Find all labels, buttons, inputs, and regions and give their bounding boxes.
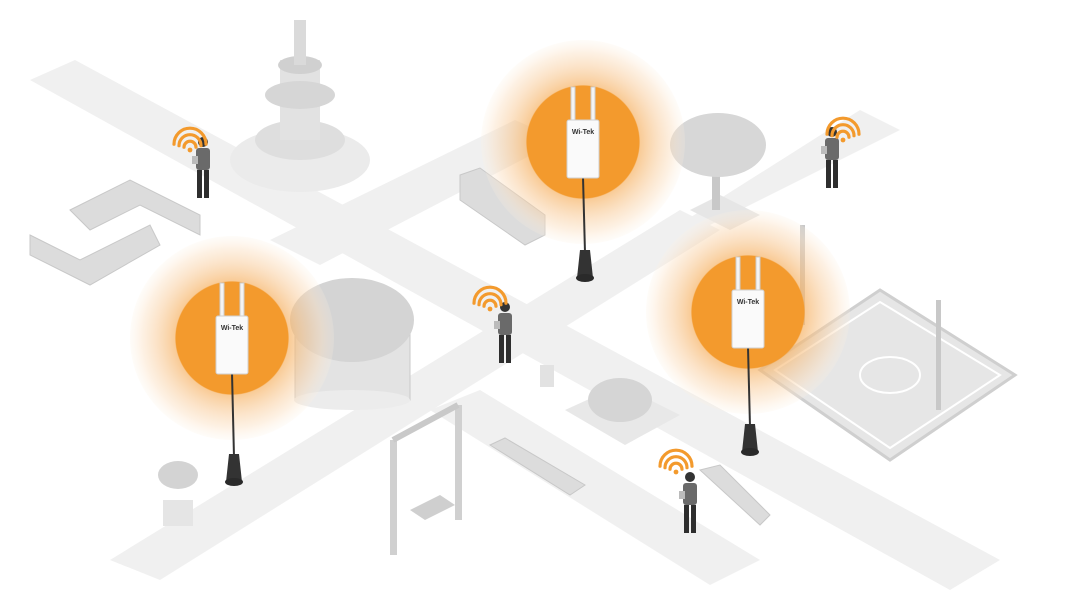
pole [747,346,751,428]
user-top-right [821,116,861,188]
access-point-right: Wi-Tek [731,256,765,456]
device-icon [679,491,685,499]
pole-foot [225,478,243,486]
brand-logo: Wi-Tek [221,325,243,332]
person-leg [197,170,202,198]
person-leg [691,505,696,533]
access-point-left: Wi-Tek [215,282,249,486]
brand-logo: Wi-Tek [737,299,759,306]
device-icon [494,321,500,329]
person-leg [204,170,209,198]
access-point-center: Wi-Tek [566,86,600,282]
wifi-icon [825,116,861,143]
coverage-zones [130,40,850,440]
ap-body [566,119,600,179]
ap-body [731,289,765,349]
person-leg [833,160,838,188]
person-leg [684,505,689,533]
user-center [472,285,512,363]
pole-foot [741,448,759,456]
wifi-icon [472,285,508,312]
person-torso [825,138,839,160]
pole-base [742,424,758,452]
person-torso [196,148,210,170]
person-leg [499,335,504,363]
pole-base [226,454,242,482]
person-torso [498,313,512,335]
person-torso [683,483,697,505]
ap-body [215,315,249,375]
person-head [685,472,695,482]
brand-logo: Wi-Tek [572,129,594,136]
playground-objects [158,365,680,555]
person-leg [826,160,831,188]
device-icon [192,156,198,164]
device-icon [821,146,827,154]
person-leg [506,335,511,363]
users [172,116,861,533]
pole [231,372,235,458]
pole [582,176,586,254]
user-bottom [658,448,697,533]
benches-and-walls [29,167,771,526]
pole-base [577,250,593,278]
wifi-icon [658,448,694,475]
fountain [230,20,370,192]
user-top-left [172,126,210,198]
pole-foot [576,274,594,282]
wifi-icon [172,126,208,153]
